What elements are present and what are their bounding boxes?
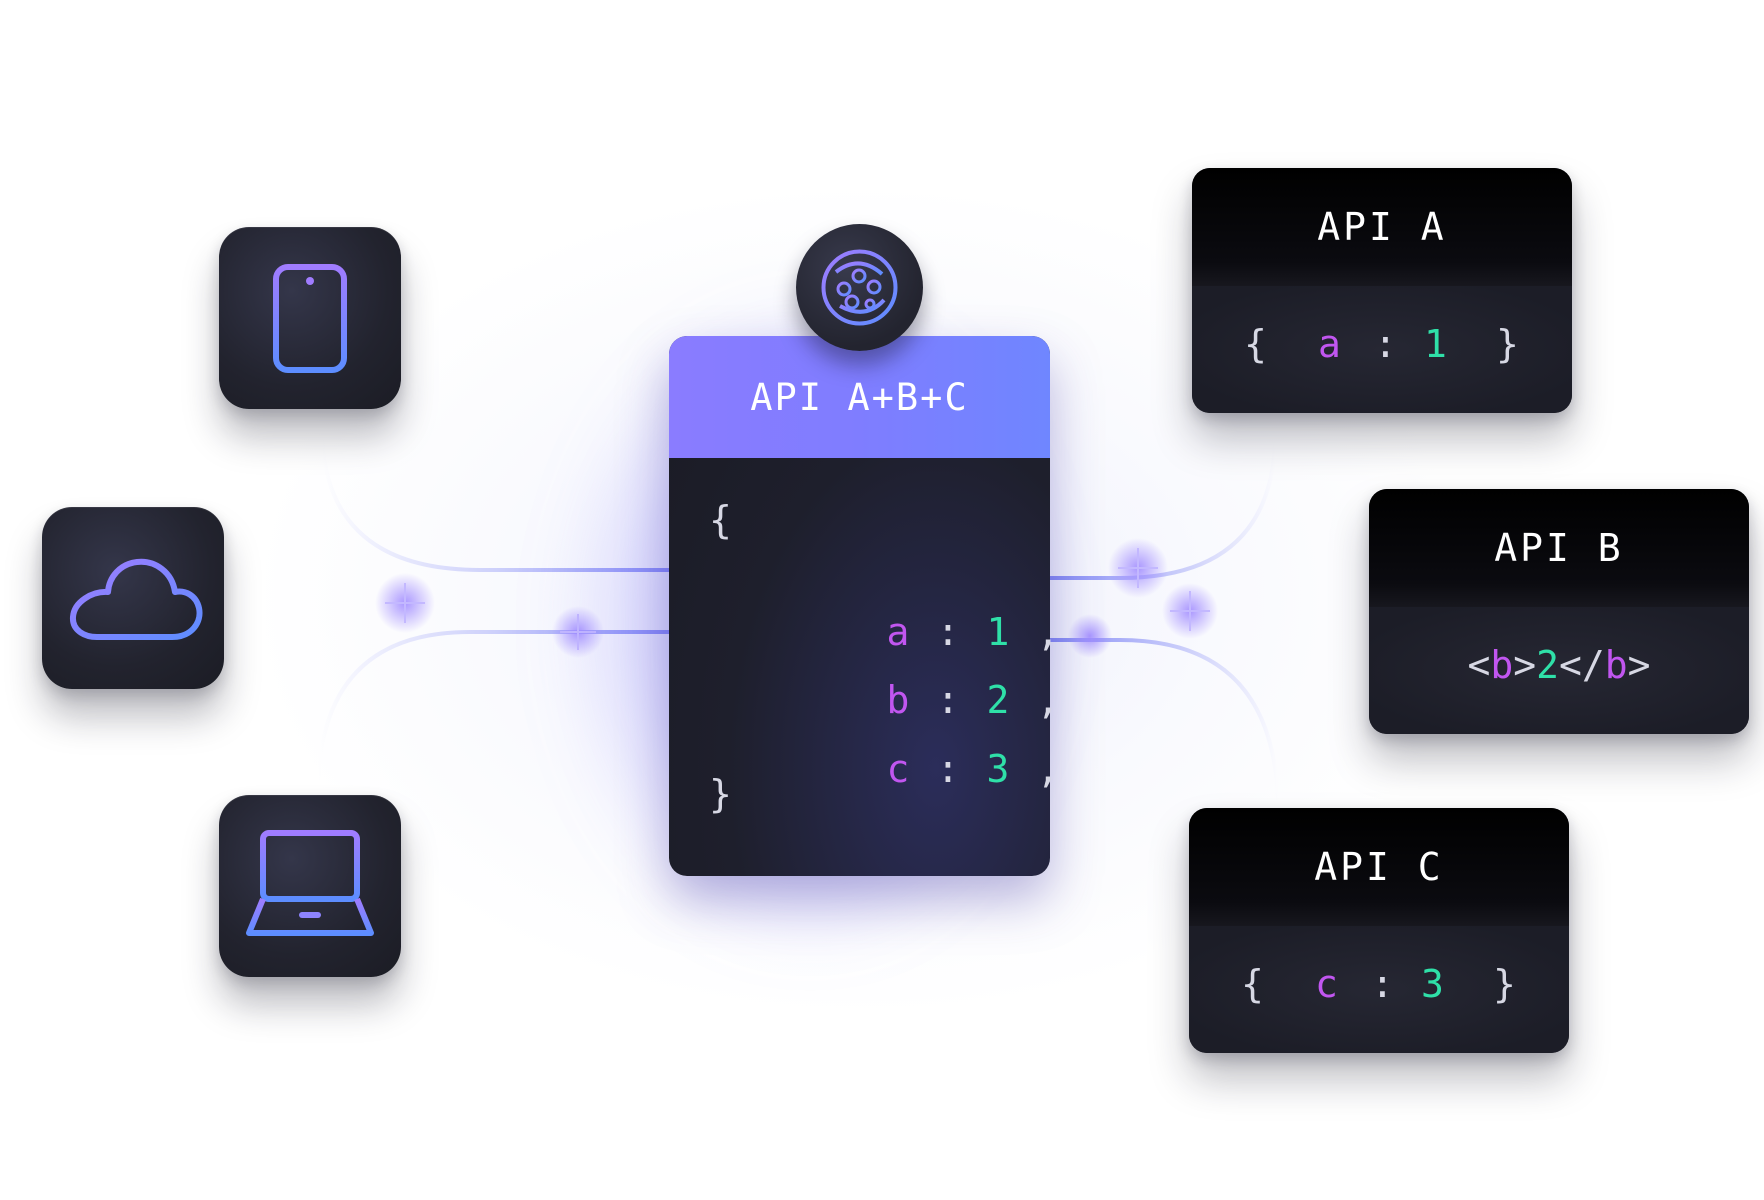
api-b-close-tag-name: b bbox=[1604, 643, 1628, 687]
api-c-close-brace: } bbox=[1493, 962, 1516, 1006]
merged-api-title: API A+B+C bbox=[750, 375, 969, 419]
api-b-header: API B bbox=[1369, 489, 1749, 607]
api-a-card: API A { a : 1 } bbox=[1192, 168, 1572, 413]
api-c-card: API C { c : 3 } bbox=[1189, 808, 1569, 1053]
row-value: 2 bbox=[986, 678, 1010, 722]
code-row-c: c:3, bbox=[795, 703, 1067, 791]
api-a-close-brace: } bbox=[1496, 322, 1519, 366]
row-comma: , bbox=[1036, 610, 1060, 654]
cloud-icon bbox=[70, 558, 203, 640]
logo-badge bbox=[796, 224, 923, 351]
smartphone-icon bbox=[273, 264, 347, 373]
row-key: a bbox=[886, 610, 910, 654]
api-b-close-lt: < bbox=[1559, 643, 1582, 687]
row-key: b bbox=[886, 678, 910, 722]
api-c-title: API C bbox=[1314, 845, 1444, 889]
connector-laptop bbox=[316, 630, 670, 781]
connector-api-c bbox=[1050, 638, 1280, 801]
laptop-icon bbox=[246, 830, 374, 936]
api-b-close-gt: > bbox=[1627, 643, 1651, 687]
graphql-mesh-logo-icon bbox=[821, 249, 898, 326]
api-a-body: { a : 1 } bbox=[1192, 286, 1572, 413]
merged-api-card: API A+B+C bbox=[669, 336, 1050, 876]
api-c-colon: : bbox=[1371, 962, 1394, 1006]
api-c-open-brace: { bbox=[1241, 962, 1264, 1006]
api-b-title: API B bbox=[1494, 526, 1624, 570]
api-c-body: { c : 3 } bbox=[1189, 926, 1569, 1053]
code-row-a: a:1, bbox=[795, 566, 1067, 654]
laptop-tile bbox=[219, 795, 401, 977]
api-c-value: 3 bbox=[1421, 962, 1444, 1006]
api-b-slash: / bbox=[1581, 643, 1605, 687]
code-row-b: b:2, bbox=[795, 634, 1067, 722]
api-c-key: c bbox=[1315, 962, 1338, 1006]
row-colon: : bbox=[936, 747, 960, 791]
api-b-html: <b>2</b> bbox=[1369, 643, 1749, 687]
close-brace: } bbox=[709, 772, 732, 816]
api-b-lt: < bbox=[1467, 643, 1491, 687]
api-a-open-brace: { bbox=[1244, 322, 1267, 366]
api-b-card: API B <b>2</b> bbox=[1369, 489, 1749, 734]
api-a-title: API A bbox=[1317, 205, 1447, 249]
api-b-tag-name: b bbox=[1490, 643, 1514, 687]
api-a-header: API A bbox=[1192, 168, 1572, 286]
row-comma: , bbox=[1036, 747, 1060, 791]
connector-phone bbox=[320, 439, 670, 572]
row-colon: : bbox=[936, 610, 960, 654]
phone-tile bbox=[219, 227, 401, 409]
row-colon: : bbox=[936, 678, 960, 722]
api-c-header: API C bbox=[1189, 808, 1569, 926]
api-b-body: <b>2</b> bbox=[1369, 607, 1749, 734]
row-key: c bbox=[886, 747, 910, 791]
api-b-value: 2 bbox=[1536, 643, 1559, 687]
row-value: 3 bbox=[986, 747, 1010, 791]
row-value: 1 bbox=[986, 610, 1010, 654]
api-a-key: a bbox=[1318, 322, 1341, 366]
row-comma: , bbox=[1036, 678, 1060, 722]
api-b-gt: > bbox=[1513, 643, 1537, 687]
merged-api-header: API A+B+C bbox=[669, 336, 1050, 458]
api-a-colon: : bbox=[1374, 322, 1397, 366]
open-brace: { bbox=[709, 498, 732, 542]
cloud-tile bbox=[42, 507, 224, 689]
api-a-value: 1 bbox=[1424, 322, 1447, 366]
